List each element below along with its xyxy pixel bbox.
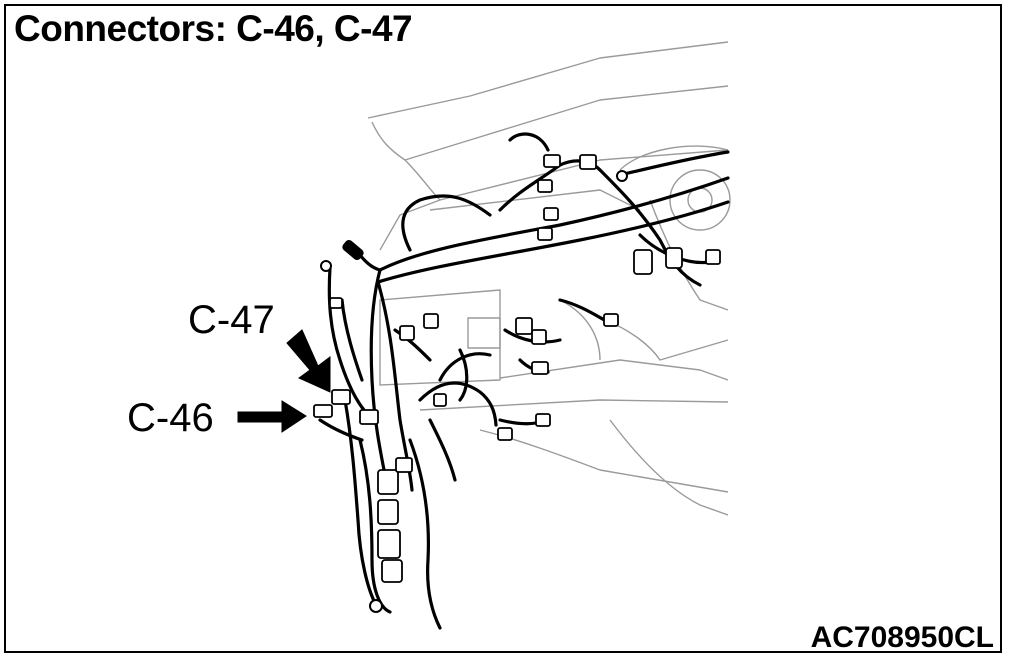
diagram-title: Connectors: C-46, C-47: [14, 8, 413, 49]
dashboard-outline: [367, 41, 731, 516]
arrow-c46: [237, 400, 307, 433]
diagram-frame: [4, 4, 1002, 653]
callout-label-c47: C-47: [188, 298, 275, 342]
connector-group: [313, 154, 721, 583]
connector-c47: [331, 389, 351, 405]
arrow-c47: [286, 329, 331, 393]
connector-c46: [313, 404, 333, 418]
figure-code: AC708950CL: [810, 621, 994, 654]
terminals: [320, 170, 628, 613]
callout-label-c46: C-46: [127, 396, 214, 440]
